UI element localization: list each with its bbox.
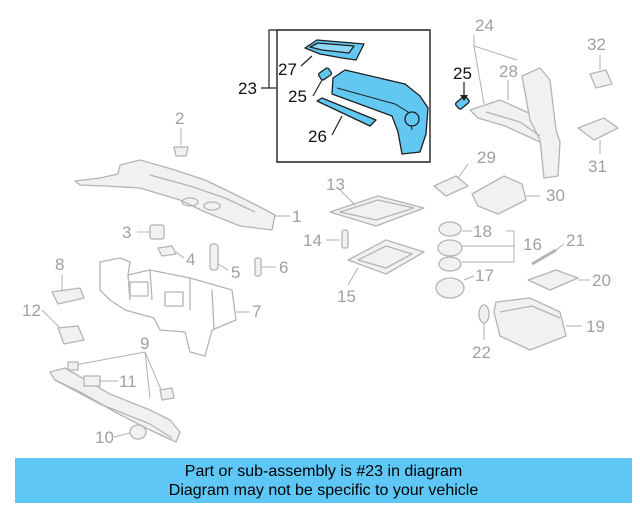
part-8-switch [51,274,85,305]
part-21-strip [531,243,565,266]
part-30-housing [471,175,540,215]
callout-12: 12 [22,301,41,320]
part-22-cover [478,304,490,340]
callout-4: 4 [186,250,195,269]
part-29-bezel [433,163,469,197]
callout-7: 7 [252,302,261,321]
callout-26: 26 [308,127,327,146]
part-12-connector [41,309,85,345]
callout-15: 15 [337,287,356,306]
callout-10: 10 [95,428,114,447]
part-17-cupholder-base [435,275,475,299]
callout-18: 18 [473,222,492,241]
callout-16: 16 [523,235,542,254]
callout-32: 32 [587,35,606,54]
part-9-side-panel [49,351,181,443]
callout-20: 20 [592,271,611,290]
banner-line-2: Diagram may not be specific to your vehi… [168,481,479,499]
part-7-console-bracket [99,257,250,357]
part-1-center-panel [74,159,290,231]
callout-3: 3 [122,223,131,242]
callout-2: 2 [175,109,184,128]
callout-5: 5 [231,263,240,282]
part-19-storage-bin [493,297,582,351]
part-20-mat [527,269,590,291]
callout-11: 11 [119,372,137,391]
callout-25-right: 25 [453,64,472,83]
callout-25-left: 25 [288,87,307,106]
armrest-hinge-pin[interactable] [455,95,470,110]
callout-8: 8 [55,255,64,274]
callout-1: 1 [292,207,301,226]
callout-9: 9 [140,334,149,353]
callout-27: 27 [278,60,297,79]
callout-31: 31 [588,157,607,176]
callout-23: 23 [238,79,257,98]
info-banner: Part or sub-assembly is #23 in diagram D… [15,458,632,503]
part-5-pin [209,243,229,271]
armrest-lid[interactable] [331,69,429,155]
parts-diagram: 1 2 3 4 5 6 7 8 9 10 11 12 13 14 15 16 1… [22,16,619,447]
armrest-lid-tray[interactable] [304,39,365,61]
callout-13: 13 [326,175,345,194]
part-10-clip [113,424,147,440]
callout-30: 30 [546,186,565,205]
part-32-cap [589,55,613,89]
callout-24: 24 [475,16,494,35]
part-14-clip [326,229,349,249]
callout-19: 19 [586,317,605,336]
part-4-bracket [157,245,185,259]
callout-14: 14 [303,231,322,250]
callout-22: 22 [472,343,491,362]
part-11-bezel [83,375,118,387]
callout-6: 6 [279,258,288,277]
callout-29: 29 [477,148,496,167]
part-24-armrest-base [469,35,561,179]
callout-21: 21 [566,231,585,250]
part-31-bracket [577,117,619,154]
armrest-trim-strip[interactable] [316,97,377,127]
armrest-pin[interactable] [317,67,333,81]
part-6-pin [254,257,276,277]
callout-28: 28 [499,62,518,81]
part-13-lid-panel [329,189,425,227]
callout-17: 17 [475,266,494,285]
part-18-cupholder [437,221,515,272]
banner-line-1: Part or sub-assembly is #23 in diagram [184,462,463,480]
part-2-clip [173,128,189,157]
part-15-tray [347,239,425,286]
part-3-clip [137,224,165,240]
